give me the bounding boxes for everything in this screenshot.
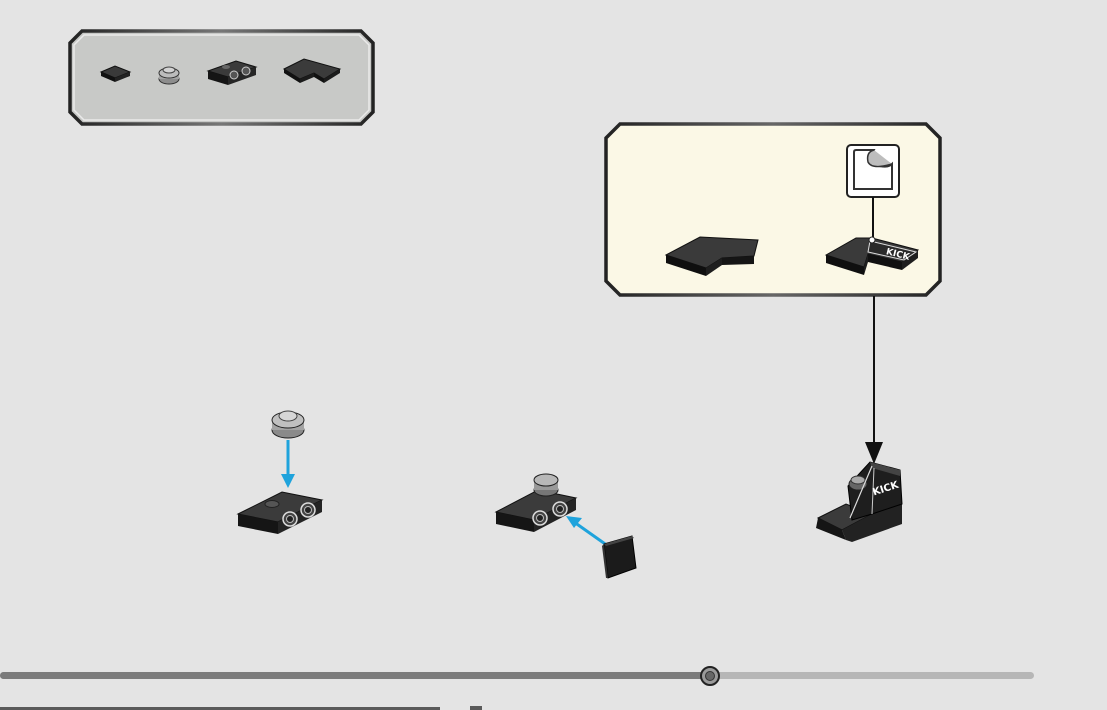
round-plate-1x1-gray-icon bbox=[159, 67, 179, 84]
completed-assembly-icon: KICK bbox=[816, 462, 902, 542]
tile-1x1-black-icon bbox=[602, 536, 636, 578]
blue-arrow-down-icon bbox=[281, 440, 295, 488]
callout-connector-arrow bbox=[860, 296, 890, 468]
parts-panel bbox=[68, 29, 375, 126]
sticker-sheet-icon bbox=[847, 145, 899, 197]
step-1 bbox=[230, 402, 340, 542]
progress-marker-icon bbox=[701, 667, 719, 685]
step-2 bbox=[490, 468, 650, 582]
bracket-assembly-icon bbox=[496, 474, 576, 532]
round-plate-1x1-gray-icon bbox=[272, 411, 304, 438]
blue-arrow-diagonal-icon bbox=[566, 516, 608, 546]
step-3-assembly: KICK bbox=[812, 448, 908, 544]
bracket-1x2-black-icon bbox=[238, 492, 322, 534]
sticker-callout: KICK bbox=[604, 122, 942, 297]
page-bottom-edge bbox=[0, 706, 1107, 710]
progress-bar bbox=[0, 662, 1107, 692]
